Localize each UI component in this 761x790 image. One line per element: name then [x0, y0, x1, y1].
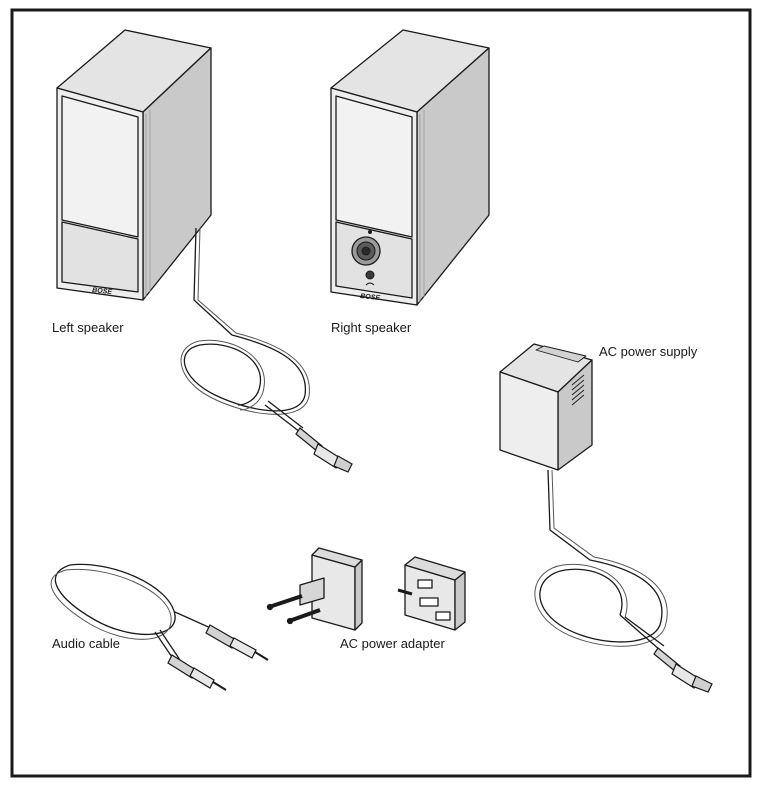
audio-cable-plug-1 [205, 624, 269, 661]
audio-cable-label: Audio cable [52, 636, 120, 651]
left-speaker-cable [180, 227, 310, 433]
headphone-jack-icon [365, 270, 375, 286]
ac-power-supply-plug [653, 647, 713, 693]
audio-cable-plug-2 [167, 654, 227, 691]
left-speaker-plug [295, 427, 353, 473]
left-speaker-logo: BOSE [92, 287, 113, 296]
ac-power-supply-illustration [499, 343, 593, 471]
ac-power-adapter-uk-illustration [397, 556, 466, 631]
right-speaker-label: Right speaker [331, 320, 412, 335]
ac-power-adapter-euro-illustration [266, 547, 363, 631]
left-speaker-label: Left speaker [52, 320, 124, 335]
ac-power-supply-label: AC power supply [599, 344, 698, 359]
ac-power-adapter-label: AC power adapter [340, 636, 445, 651]
volume-knob-icon [351, 230, 381, 266]
ac-power-supply-cable [534, 469, 668, 651]
left-speaker-illustration [56, 29, 212, 301]
right-speaker-logo: BOSE [360, 293, 381, 302]
audio-cable-illustration [50, 563, 216, 664]
